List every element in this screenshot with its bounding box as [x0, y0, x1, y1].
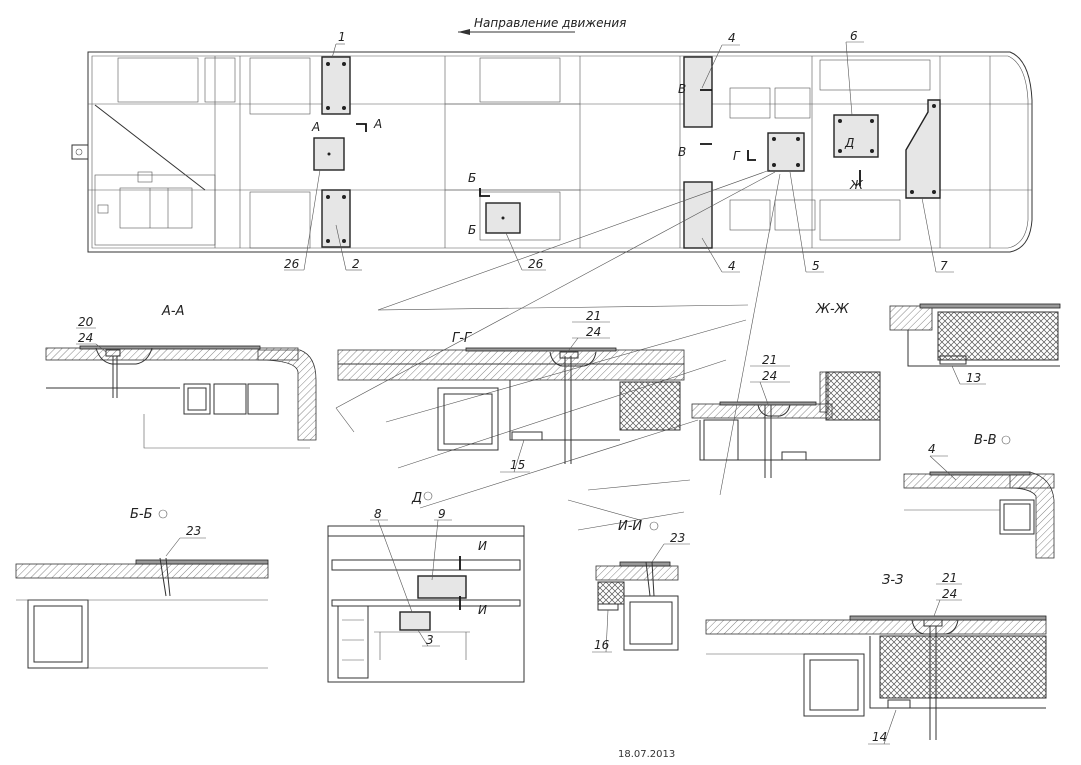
callout-6: 6 — [850, 29, 858, 43]
plan-mark-zh: Ж — [849, 178, 864, 192]
plan-callouts: 1 2 4 4 5 6 7 26 26 А А Б Б В В Г Д Ж — [284, 29, 954, 273]
section-vv-title: В-В — [974, 433, 997, 448]
plan-mark-v2: В — [678, 145, 686, 159]
plan-mark-a2: А — [373, 117, 382, 131]
section-zhzh-title: Ж-Ж — [815, 302, 850, 317]
section-vv: В-В 4 — [903, 433, 1055, 559]
view-d-mark-i2: И — [478, 603, 487, 617]
plan-mark-v1: В — [678, 82, 686, 96]
view-d-title: Д — [411, 491, 422, 506]
view-d-part-3: 3 — [426, 633, 434, 647]
section-bb-title: Б-Б — [130, 507, 153, 522]
section-gg-part-21: 21 — [586, 309, 601, 323]
section-zhzh-part-21: 21 — [762, 353, 777, 367]
plan-mark-a1: А — [311, 120, 320, 134]
callout-4a: 4 — [728, 31, 736, 45]
plan-mark-b1: Б — [468, 171, 476, 185]
section-bb-part-23: 23 — [186, 524, 201, 538]
section-zhzh-part-24: 24 — [762, 369, 777, 383]
section-gg-part-24: 24 — [586, 325, 601, 339]
view-d-mark-i1: И — [478, 539, 487, 553]
plan-mark-b2: Б — [468, 223, 476, 237]
callout-4b: 4 — [728, 259, 736, 273]
section-ii: И-И 23 16 — [592, 519, 690, 653]
section-zz-part-24: 24 — [942, 587, 957, 601]
callout-2: 2 — [352, 257, 360, 271]
section-ii-part-16: 16 — [594, 638, 610, 652]
view-d: Д И И 8 9 3 — [327, 491, 525, 683]
section-gg: Г-Г 15 21 24 — [337, 309, 685, 473]
callout-26a: 26 — [284, 257, 300, 271]
plan-mark-g: Г — [733, 149, 741, 163]
plan-mark-d: Д — [844, 136, 854, 150]
drawing-date: 18.07.2013 — [618, 749, 675, 760]
section-aa-title: А-А — [161, 304, 184, 319]
floor-plan — [71, 51, 1033, 253]
direction-indicator: Направление движения — [458, 16, 626, 35]
callout-5: 5 — [812, 259, 820, 273]
section-zz-part-14: 14 — [872, 730, 887, 744]
callout-7: 7 — [940, 259, 948, 273]
section-zhzh: Ж-Ж 21 24 — [691, 302, 881, 478]
section-vv-part-4: 4 — [928, 442, 936, 456]
section-zz: З-З 21 24 14 — [705, 571, 1047, 745]
section-zz-part-21: 21 — [942, 571, 957, 585]
callout-1: 1 — [338, 30, 346, 44]
section-gg-part-15: 15 — [510, 458, 525, 472]
section-ii-title: И-И — [618, 519, 642, 534]
callout-26b: 26 — [528, 257, 544, 271]
section-aa-part-20: 20 — [78, 315, 94, 329]
section-ii-part-23: 23 — [670, 531, 685, 545]
view-d-part-9: 9 — [438, 507, 446, 521]
section-zz-title: З-З — [882, 573, 903, 588]
view-d-part-8: 8 — [374, 507, 382, 521]
detail-13-part: 13 — [966, 371, 981, 385]
section-bb: Б-Б 23 — [15, 507, 269, 669]
section-aa: А-А 20 24 — [45, 304, 317, 449]
direction-label: Направление движения — [474, 16, 626, 30]
section-gg-title: Г-Г — [452, 331, 473, 346]
section-aa-part-24: 24 — [78, 331, 93, 345]
detail-13: 13 — [889, 303, 1061, 385]
